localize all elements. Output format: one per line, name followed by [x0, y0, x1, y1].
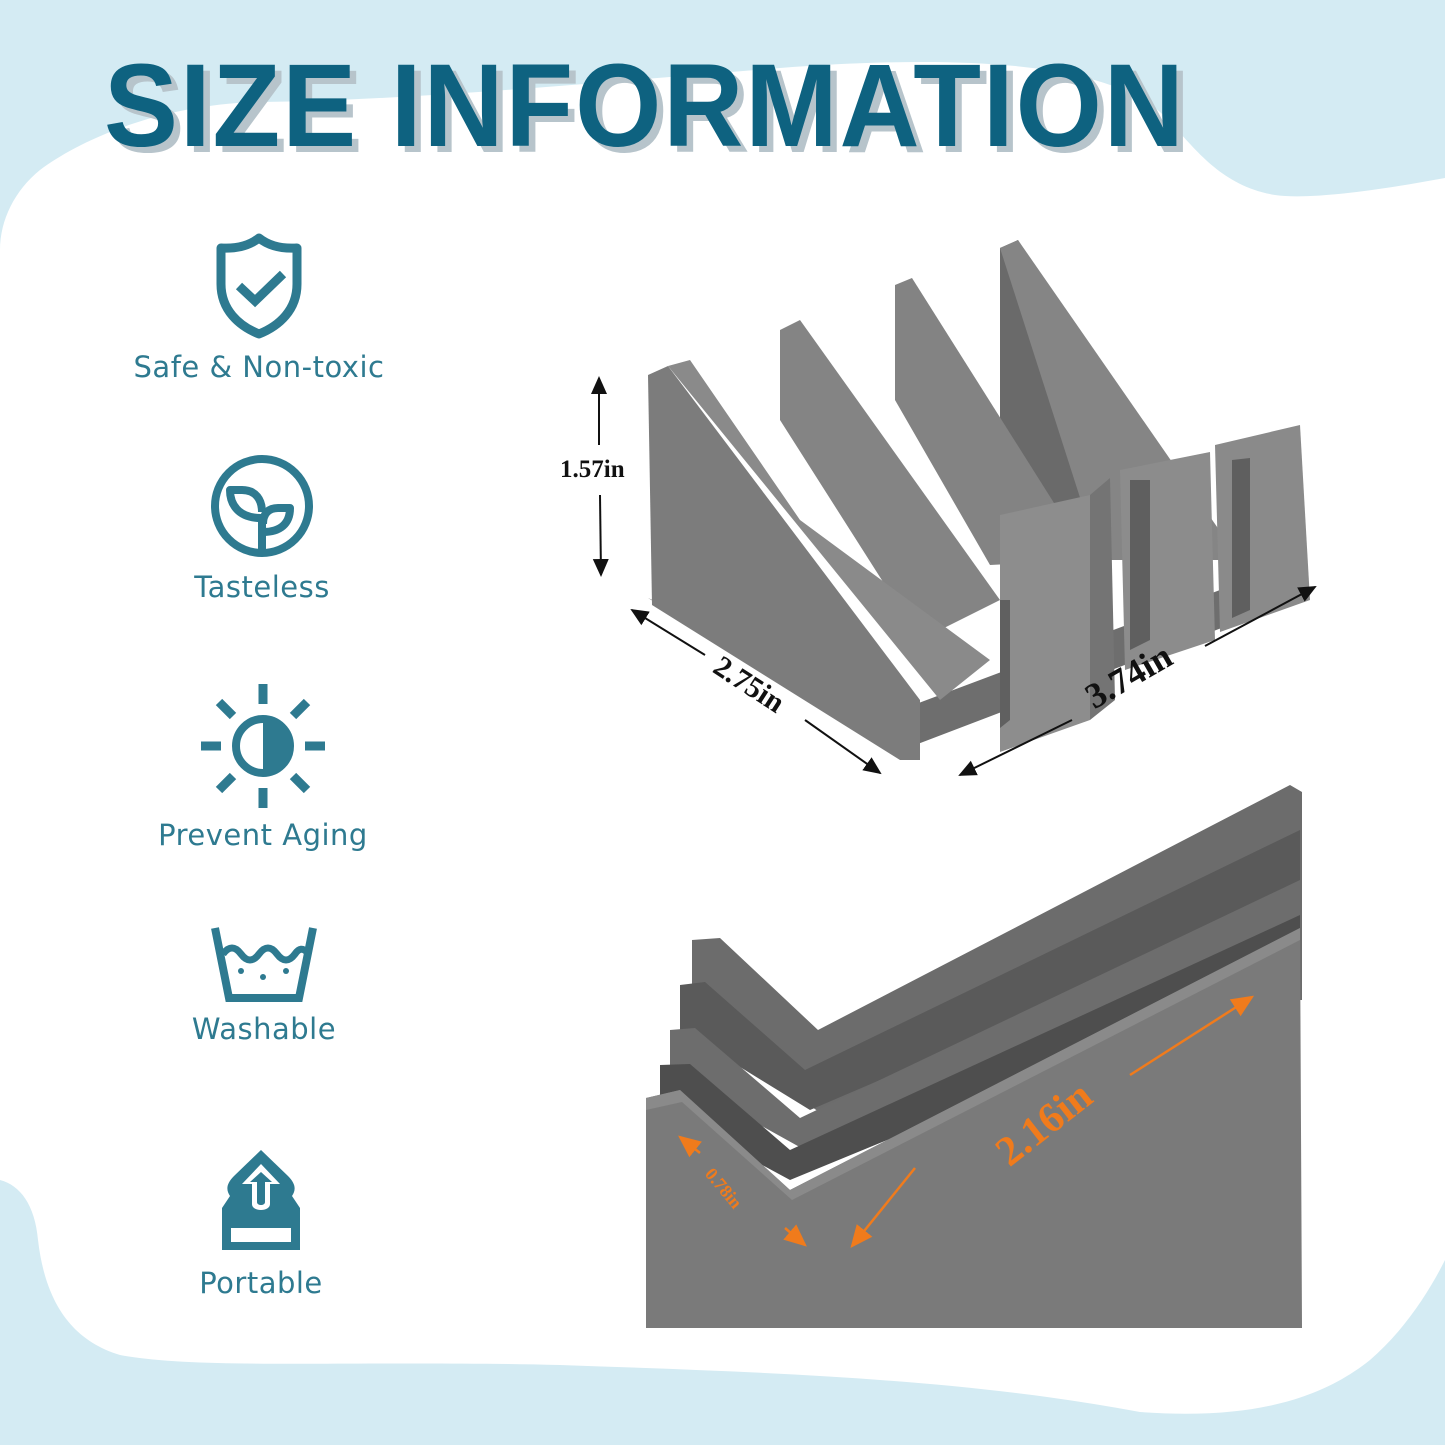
top-blob	[0, 0, 1445, 250]
feature-portable: Portable	[101, 1146, 421, 1300]
dimension-height-label: 1.57in	[560, 456, 625, 483]
product-top-view	[648, 240, 1310, 760]
feature-prevent-aging: Prevent Aging	[103, 684, 423, 852]
feature-washable: Washable	[104, 926, 424, 1046]
page-title: SIZE INFORMATION	[104, 40, 1186, 172]
feature-label: Prevent Aging	[158, 818, 368, 852]
upload-tray-icon	[222, 1150, 300, 1250]
feature-safe-non-toxic: Safe & Non-toxic	[99, 232, 419, 384]
product-side-view	[646, 785, 1302, 1328]
feature-label: Portable	[199, 1266, 323, 1300]
sun-half-icon	[201, 684, 325, 808]
feature-label: Tasteless	[194, 570, 330, 604]
feature-tasteless: Tasteless	[102, 452, 422, 604]
sprout-circle-icon	[211, 455, 313, 557]
shield-check-icon	[216, 233, 302, 339]
feature-label: Safe & Non-toxic	[133, 350, 385, 384]
wash-basin-icon	[211, 927, 317, 1002]
feature-label: Washable	[191, 1012, 337, 1046]
bottom-blob	[0, 1180, 1445, 1445]
